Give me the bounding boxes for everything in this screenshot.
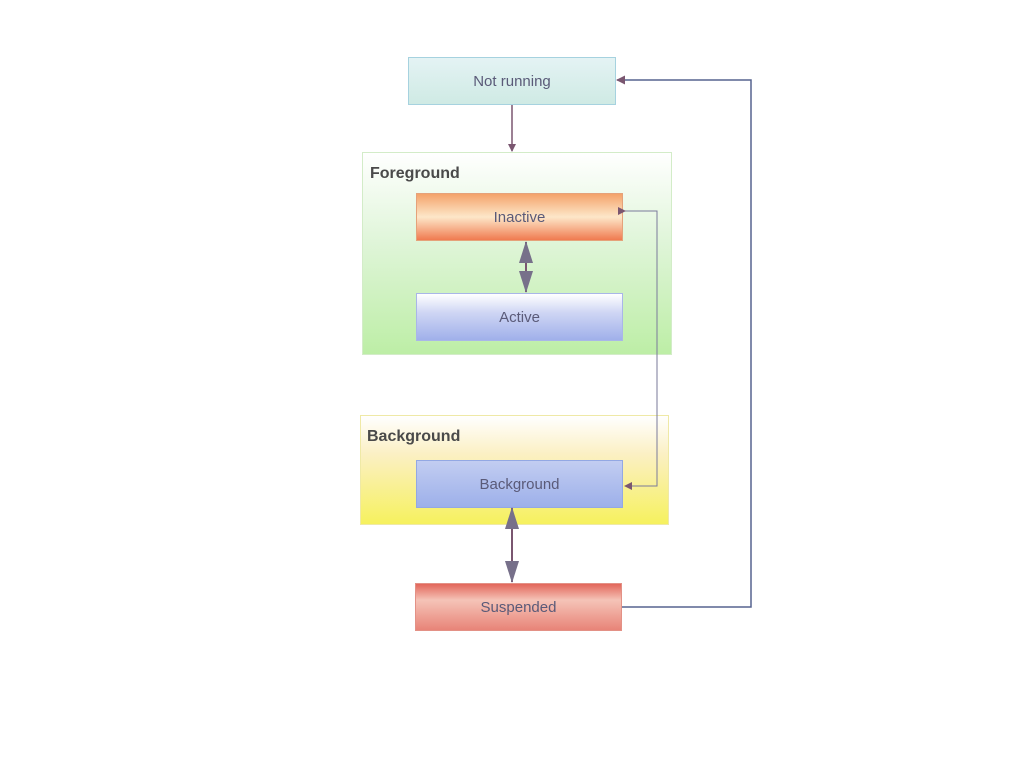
- not-running-label: Not running: [473, 72, 551, 90]
- foreground-group-title: Foreground: [370, 165, 460, 182]
- inactive-state: Inactive: [416, 193, 623, 241]
- suspended-label: Suspended: [480, 598, 557, 616]
- active-label: Active: [499, 308, 540, 326]
- active-state: Active: [416, 293, 623, 341]
- suspended-state: Suspended: [415, 583, 622, 631]
- inactive-label: Inactive: [493, 208, 546, 226]
- not-running-state: Not running: [408, 57, 616, 105]
- background-group-title: Background: [367, 428, 461, 445]
- background-label: Background: [479, 475, 560, 493]
- background-state: Background: [416, 460, 623, 508]
